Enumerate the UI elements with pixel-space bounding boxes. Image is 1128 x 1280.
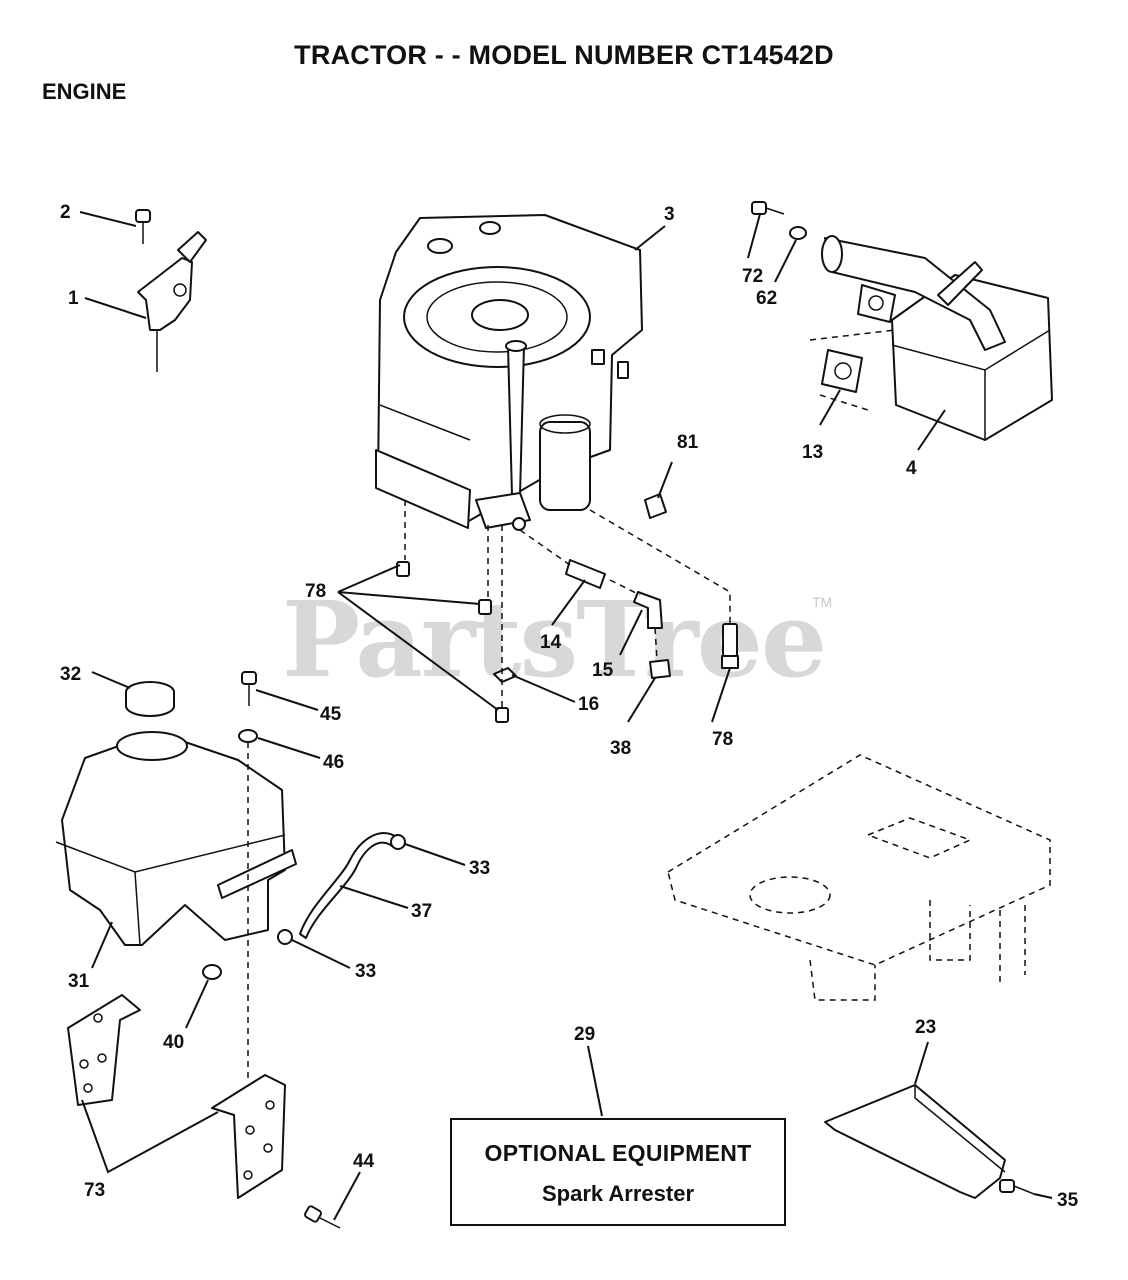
optional-equipment-item[interactable]: Spark Arrester: [541, 1181, 695, 1206]
callout-2: 2: [60, 202, 71, 223]
callout-35: 35: [1057, 1190, 1079, 1211]
throttle-screw[interactable]: [135, 209, 151, 244]
callout-29: 29: [574, 1024, 595, 1045]
callout-81: 81: [677, 432, 699, 453]
nut-38[interactable]: [649, 659, 671, 679]
callout-78-right: 78: [712, 729, 733, 750]
optional-equipment-title: OPTIONAL EQUIPMENT: [484, 1140, 752, 1166]
callout-38: 38: [610, 738, 631, 759]
engine-illustration[interactable]: [375, 214, 643, 531]
fuel-line[interactable]: [299, 832, 399, 939]
dipstick-tube[interactable]: [565, 559, 606, 589]
callout-33-upper: 33: [469, 858, 490, 879]
exhaust-screw[interactable]: [751, 201, 785, 215]
callout-46: 46: [323, 752, 344, 773]
callout-23: 23: [915, 1017, 936, 1038]
muffler-illustration[interactable]: [821, 235, 1053, 441]
callout-45: 45: [320, 704, 342, 725]
callout-31: 31: [68, 971, 90, 992]
exhaust-gasket[interactable]: [821, 349, 863, 393]
callout-16: 16: [578, 694, 599, 715]
fuel-tank-illustration[interactable]: [55, 731, 297, 946]
watermark-tm: TM: [812, 594, 833, 610]
tractor-frame: [667, 754, 1051, 1001]
screw-35[interactable]: [999, 1179, 1035, 1195]
callout-78-left: 78: [305, 581, 326, 602]
optional-equipment-box: OPTIONAL EQUIPMENT Spark Arrester: [450, 1118, 786, 1226]
tank-bracket-left[interactable]: [67, 994, 141, 1106]
section-title: ENGINE: [42, 79, 127, 104]
elbow-fitting[interactable]: [633, 591, 663, 629]
mounting-bolts[interactable]: [396, 561, 739, 723]
callout-4: 4: [906, 458, 917, 479]
tank-bracket-right[interactable]: [211, 1074, 286, 1199]
callout-3: 3: [664, 204, 675, 225]
callout-1: 1: [68, 288, 79, 309]
callout-73: 73: [84, 1180, 105, 1201]
hose-clamps[interactable]: [277, 834, 406, 945]
callout-14: 14: [540, 632, 562, 653]
callout-15: 15: [592, 660, 614, 681]
lock-washer[interactable]: [789, 226, 807, 240]
callout-32: 32: [60, 664, 81, 685]
throttle-control-assembly[interactable]: [137, 231, 207, 372]
callout-37: 37: [411, 901, 432, 922]
spacer-81[interactable]: [644, 493, 667, 519]
bushing-40[interactable]: [202, 964, 222, 980]
fuel-cap[interactable]: [125, 681, 175, 717]
callout-13: 13: [802, 442, 823, 463]
tank-screw[interactable]: [241, 671, 257, 706]
page-title: TRACTOR - - MODEL NUMBER CT14542D: [294, 40, 834, 70]
callout-40: 40: [163, 1032, 184, 1053]
leader-lines: [79, 211, 1053, 1221]
callout-44: 44: [353, 1151, 375, 1172]
screw-44[interactable]: [304, 1205, 341, 1229]
tank-washer[interactable]: [238, 729, 258, 743]
callout-72: 72: [742, 266, 763, 287]
heat-shield[interactable]: [824, 1084, 1006, 1199]
callout-62: 62: [756, 288, 777, 309]
callout-33-lower: 33: [355, 961, 376, 982]
